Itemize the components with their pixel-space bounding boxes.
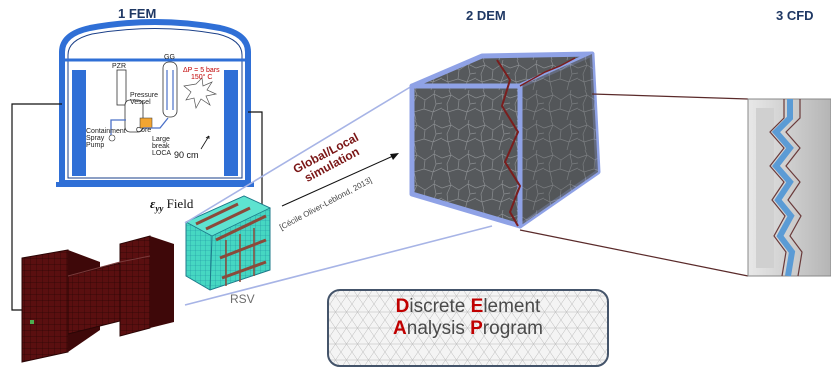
containment-building [56,19,254,187]
program-initial-a: A [393,318,407,339]
program-initial-e: E [470,296,484,317]
program-box: Discrete Element Analysis Program [328,296,608,340]
program-initial-d: D [395,296,410,317]
delta-p-label: ΔP = 5 bars [183,67,220,74]
cfd-heading: 3 CFD [776,8,814,23]
strain-field-word: Field [166,196,194,211]
rsv-block [185,195,271,291]
cfd-panel [747,98,831,277]
strain-symbol: ε [150,196,156,211]
dem-cube [409,51,601,229]
zoom-lines [184,85,493,306]
strain-field-label: εyy Field [150,196,193,214]
temperature-label: 150° C [191,74,213,81]
rsv-label: RSV [230,292,255,306]
thickness-label: 90 cm [174,150,199,160]
fem-wall-mesh [21,235,174,363]
core-label: Core [136,127,152,134]
program-word-lement: lement [483,296,541,317]
program-line-2: Analysis Program [328,318,608,340]
containment-spray-pump-label: Containment Spray Pump [86,128,126,149]
program-box-frame [327,289,609,367]
program-initial-p: P [470,318,483,339]
fem-heading: 1 FEM [118,6,157,21]
program-word-rogram: rogram [482,318,543,339]
cfd-connector-lines [519,93,749,277]
program-line-1: Discrete Element [328,296,608,318]
dem-heading: 2 DEM [466,8,506,23]
pressure-vessel-label: Pressure Vessel [130,92,159,106]
program-word-iscrete: iscrete [409,296,471,317]
pzr-label: PZR [112,63,126,70]
strain-subscript: yy [155,203,164,214]
program-word-nalysis: nalysis [406,318,471,339]
gg-label: GG [164,54,175,61]
large-break-loca-label: Large break LOCA [152,136,172,157]
